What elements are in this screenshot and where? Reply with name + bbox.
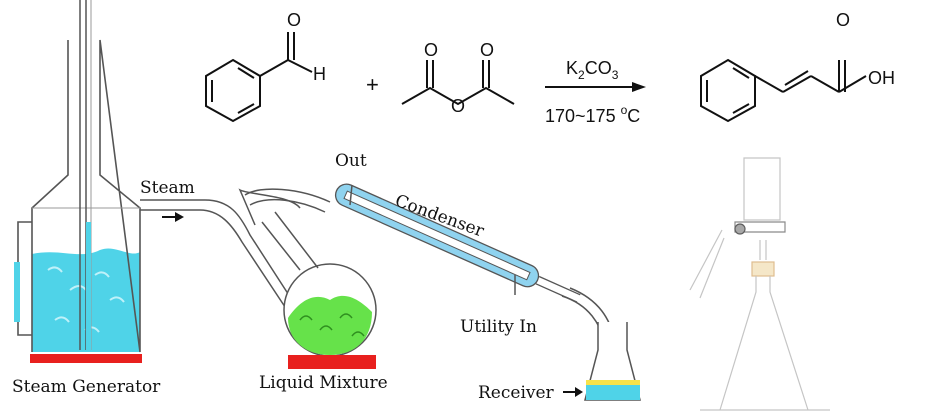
distillation-flask [238, 188, 377, 369]
receiver-arrow [563, 387, 583, 397]
filtration-apparatus [689, 157, 830, 411]
liquid-mixture-heater [288, 355, 376, 369]
anhydride-bridge-oxygen: O [451, 96, 465, 116]
acetic-anhydride-structure [401, 60, 515, 106]
aldehyde-h-atom: H [313, 64, 326, 84]
liquid-mixture-fill [288, 295, 372, 355]
reaction-text: H O + O O O K2CO3 170~175 oC O OH [287, 10, 895, 126]
cinnamic-acid-structure [700, 58, 867, 123]
out-label: Out [335, 151, 367, 171]
svg-text:O: O [836, 10, 850, 30]
steam-generator-heater [30, 354, 142, 363]
receiver-flask [584, 322, 641, 401]
reaction-scheme [205, 32, 867, 123]
benzaldehyde-structure [205, 32, 313, 123]
svg-text:O: O [424, 40, 438, 60]
steam-label: Steam [140, 178, 195, 198]
receiver-label: Receiver [478, 383, 555, 403]
steam-line [140, 199, 306, 323]
steam-arrow [162, 212, 184, 222]
reagent-label: K2CO3 [566, 58, 619, 82]
liquid-mixture-label: Liquid Mixture [259, 373, 388, 393]
product-oh-group: OH [868, 68, 895, 88]
temperature-label: 170~175 oC [545, 103, 640, 126]
condenser [244, 183, 616, 343]
svg-text:O: O [287, 10, 301, 30]
plus-sign: + [366, 72, 379, 97]
svg-text:O: O [480, 40, 494, 60]
utility-in-label: Utility In [460, 317, 537, 337]
steam-generator [14, 0, 142, 363]
steam-generator-label: Steam Generator [12, 377, 161, 397]
